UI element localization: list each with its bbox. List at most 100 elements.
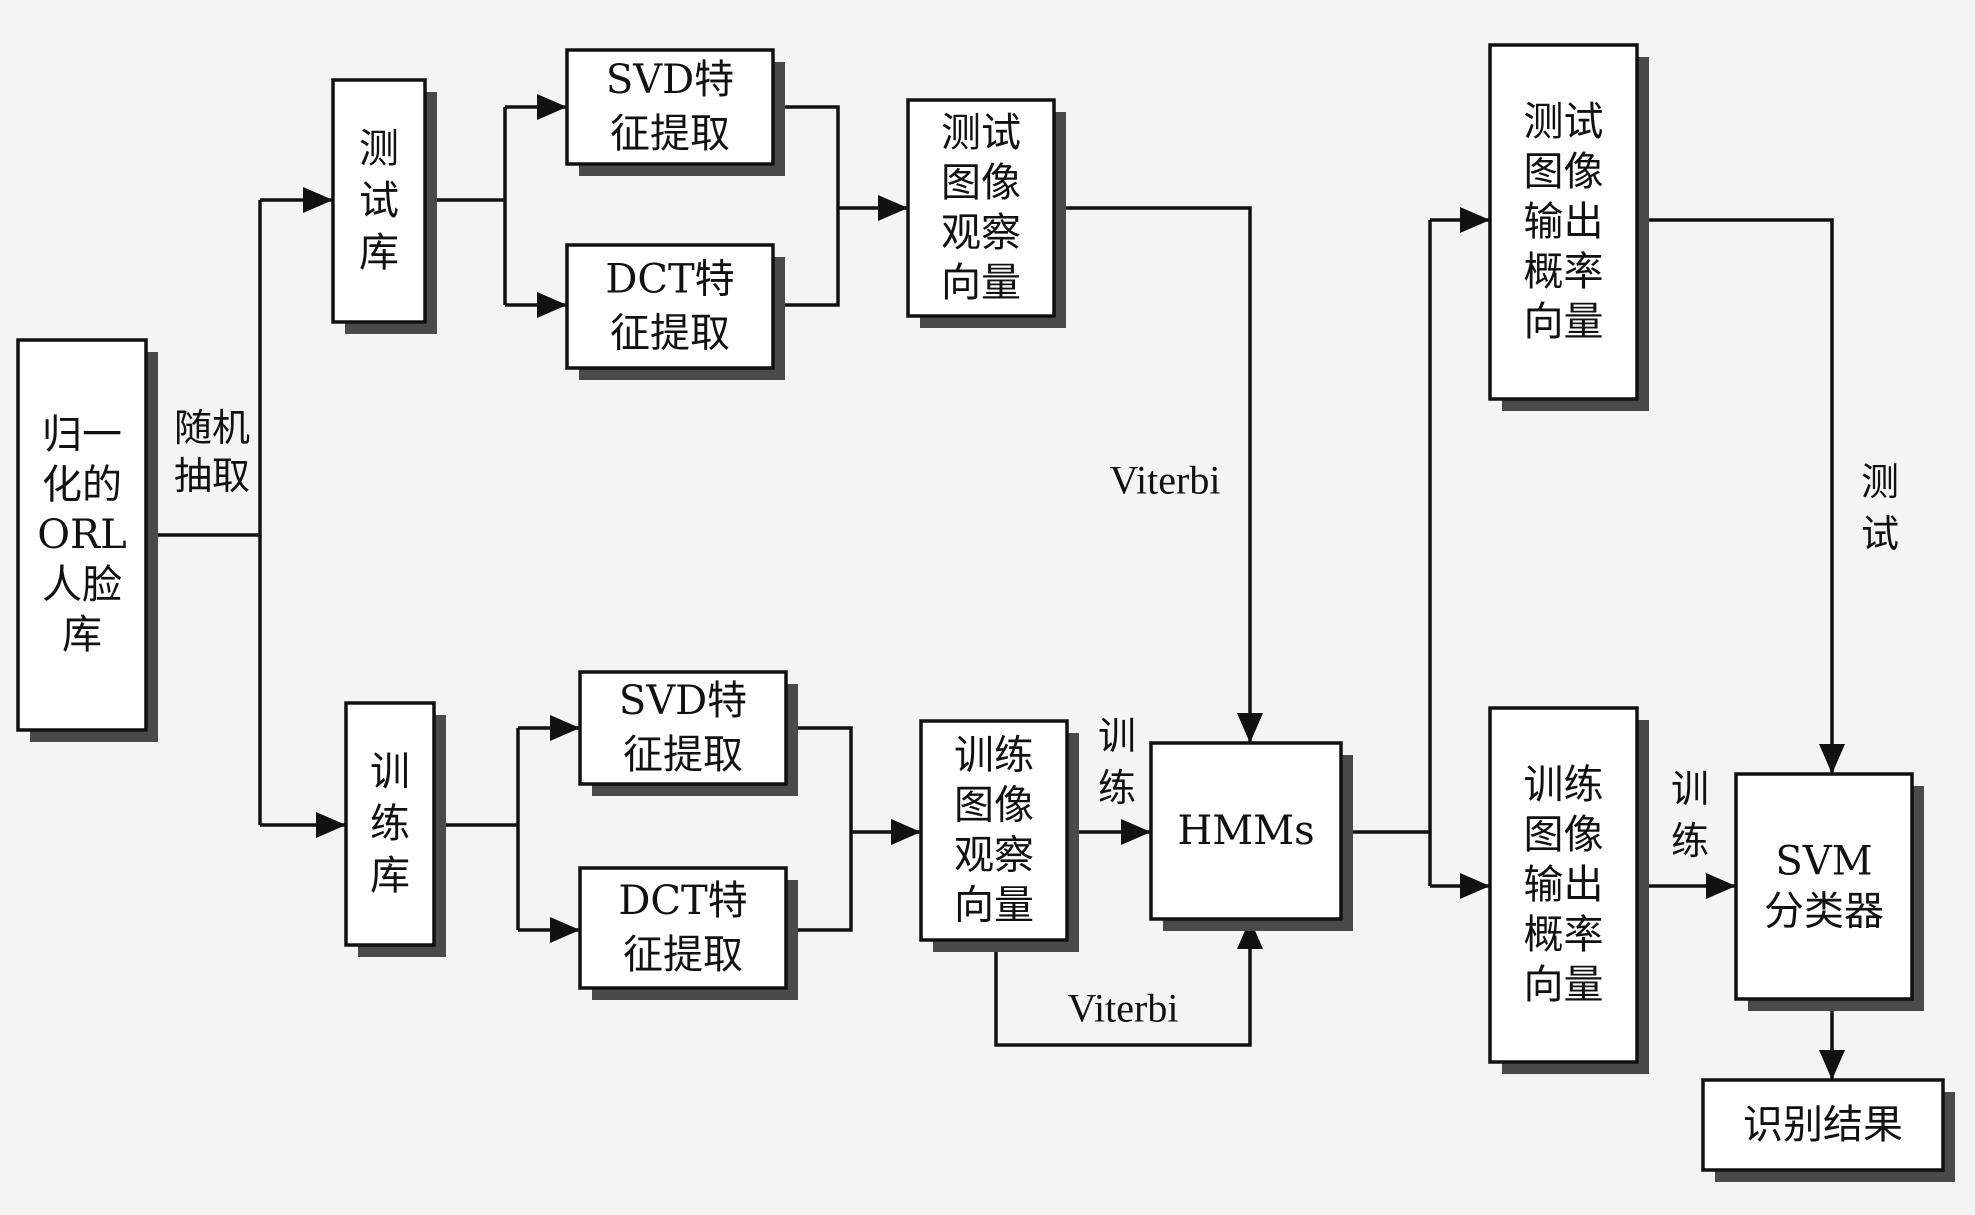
arrowhead-icon (550, 917, 580, 943)
node-text-line: 征提取 (610, 111, 730, 157)
edge-line (994, 919, 1252, 1047)
train-obs-to-hmms-edge (1067, 819, 1151, 845)
svd-test-out-edge (773, 105, 840, 307)
box-frame (331, 78, 427, 324)
box-frame (565, 48, 775, 166)
box-frame (578, 670, 788, 786)
test-obs-to-hmms-edge (1054, 206, 1263, 743)
test-lib-node: 测试库 (331, 78, 437, 334)
node-text-line: 库 (359, 230, 399, 276)
node-text-line: 人脸 (42, 562, 122, 608)
node-text-line: 分类器 (1764, 889, 1884, 935)
node-text-line: 测试 (941, 110, 1021, 156)
node-text-line: SVD特 (606, 57, 734, 103)
box-frame (1488, 43, 1639, 401)
viterbi-top-label: Viterbi (1110, 458, 1221, 503)
arrowhead-icon (1121, 819, 1151, 845)
node-text-line: 观察 (954, 833, 1034, 879)
arrowhead-icon (1460, 207, 1490, 233)
result-node: 识别结果 (1701, 1078, 1955, 1182)
node-text-line: 练 (370, 801, 410, 847)
arrowhead-icon (1460, 873, 1490, 899)
edge-line (1054, 206, 1252, 743)
edge-label-text: 练 (1671, 819, 1709, 863)
node-text-line: 概率 (1524, 912, 1604, 958)
arrowhead-icon (537, 94, 567, 120)
split-to-train-lib-edge (260, 812, 346, 838)
train-obs-viterbi-edge (994, 919, 1263, 1047)
node-text-line: 输出 (1524, 199, 1604, 245)
node-text-line: 试 (359, 178, 399, 224)
node-text-line: 训练 (954, 733, 1034, 779)
edge-label-text: 随机 (174, 406, 250, 450)
box-frame (1149, 741, 1343, 921)
edge-label-text: 抽取 (174, 454, 250, 498)
box-frame (1734, 772, 1914, 1001)
merge-to-train-obs-edge (851, 819, 921, 845)
node-text-line: 向量 (1524, 962, 1604, 1008)
box-frame (906, 98, 1056, 318)
edge-label-text: 测 (1861, 460, 1899, 504)
node-text-line: 图像 (954, 783, 1034, 829)
arrowhead-icon (303, 187, 333, 213)
fork-to-dct-test-edge (505, 292, 567, 318)
split-to-test-lib-edge (260, 187, 333, 213)
node-text-line: ORL (37, 512, 126, 558)
node-text-line: 向量 (954, 883, 1034, 929)
fork-to-dct-train-edge (518, 917, 580, 943)
train-prob-to-svm-edge (1637, 873, 1736, 899)
test-prob-to-svm-edge (1637, 218, 1845, 774)
box-frame (578, 866, 788, 990)
arrowhead-icon (878, 195, 908, 221)
train-lib-node: 训练库 (344, 701, 446, 957)
train-to-svm-label: 训练 (1671, 767, 1709, 863)
edge-label-text: Viterbi (1110, 458, 1221, 503)
node-text-line: 归一 (42, 412, 122, 458)
node-text-line: 观察 (941, 210, 1021, 256)
node-text-line: 征提取 (610, 311, 730, 357)
node-text-line: 测试 (1524, 99, 1604, 145)
arrowhead-icon (1819, 1050, 1845, 1080)
trunk-to-test-prob-edge (1430, 207, 1490, 233)
edge-label-text: 训 (1098, 714, 1136, 758)
box-frame (1701, 1078, 1945, 1172)
box-frame (565, 243, 775, 370)
hmms-node: HMMs (1149, 741, 1353, 931)
test-to-svm-label: 测试 (1861, 460, 1899, 556)
arrowhead-icon (1706, 873, 1736, 899)
node-text-line: 向量 (1524, 299, 1604, 345)
merge-to-test-obs-edge (838, 195, 908, 221)
edge-label-text: 训 (1671, 767, 1709, 811)
node-text-line: 征提取 (623, 932, 743, 978)
node-text-line: SVD特 (619, 678, 747, 724)
edge-line (1637, 218, 1834, 774)
node-text-line: 图像 (1524, 812, 1604, 858)
box-frame (919, 719, 1069, 942)
trunk-to-train-prob-edge (1430, 873, 1490, 899)
node-text-line: DCT特 (618, 878, 747, 924)
node-text-line: 概率 (1524, 249, 1604, 295)
nodes-layer: 归一化的ORL人脸库测试库训练库SVD特征提取DCT特征提取SVD特征提取DCT… (16, 43, 1955, 1182)
arrowhead-icon (1237, 713, 1263, 743)
box-frame (1488, 706, 1639, 1064)
node-text-line: 训 (370, 749, 410, 795)
fork-to-svd-test-edge (505, 94, 567, 120)
arrowhead-icon (316, 812, 346, 838)
node-text-line: 库 (62, 612, 102, 658)
node-text-line: 库 (370, 853, 410, 899)
node-text-line: SVM (1775, 839, 1872, 885)
edge-line (773, 105, 840, 307)
edge-label-text: 练 (1098, 766, 1136, 810)
edges-layer (146, 94, 1845, 1080)
node-text-line: 输出 (1524, 862, 1604, 908)
fork-to-svd-train-edge (518, 715, 580, 741)
arrowhead-icon (550, 715, 580, 741)
